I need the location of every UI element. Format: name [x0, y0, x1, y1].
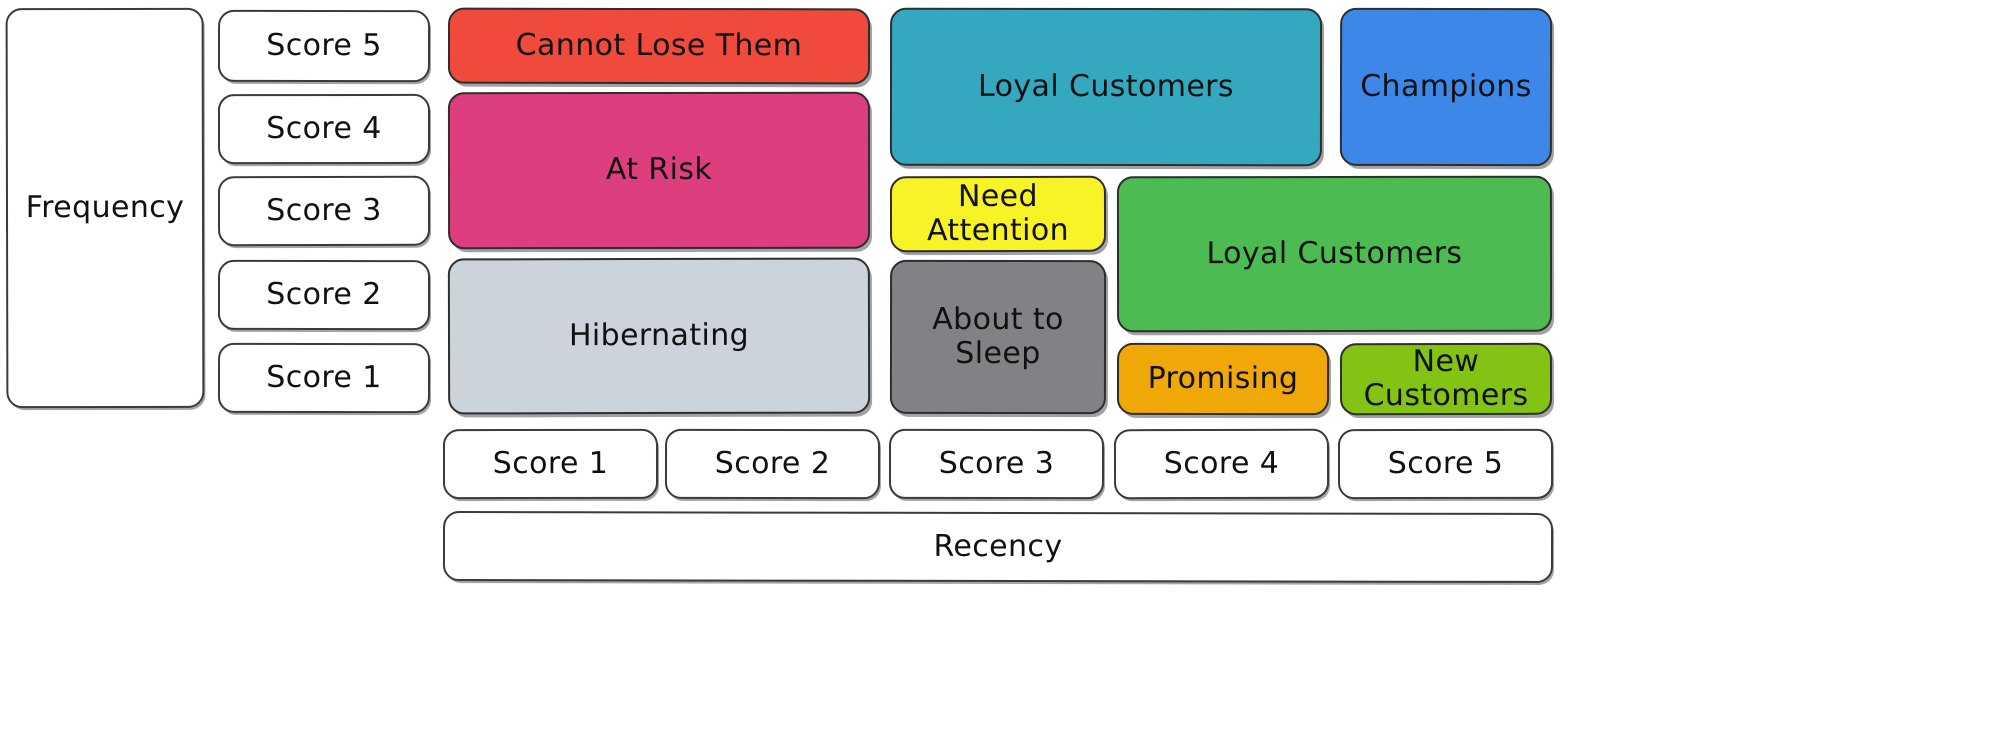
recency-score-5: Score 5	[1337, 428, 1554, 500]
segment-champions[interactable]: Champions	[1339, 7, 1553, 167]
axis-label-recency: Recency	[442, 511, 1554, 583]
segment-new-customers[interactable]: New Customers	[1339, 342, 1553, 416]
segment-loyal-customers-teal[interactable]: Loyal Customers	[889, 7, 1323, 167]
segment-cannot-lose-them[interactable]: Cannot Lose Them	[447, 7, 871, 85]
frequency-score-3: Score 3	[217, 175, 431, 247]
axis-label-frequency: Frequency	[5, 7, 205, 409]
segment-at-risk[interactable]: At Risk	[447, 91, 871, 250]
segment-about-to-sleep[interactable]: About to Sleep	[889, 259, 1107, 415]
recency-score-2: Score 2	[664, 428, 881, 500]
frequency-score-1: Score 1	[217, 342, 431, 414]
segment-need-attention[interactable]: Need Attention	[889, 175, 1107, 253]
segment-hibernating[interactable]: Hibernating	[447, 257, 871, 415]
frequency-score-5: Score 5	[217, 9, 431, 83]
frequency-score-2: Score 2	[217, 259, 431, 331]
recency-score-3: Score 3	[888, 428, 1105, 500]
segment-promising[interactable]: Promising	[1116, 342, 1330, 416]
recency-score-4: Score 4	[1113, 428, 1330, 500]
recency-score-1: Score 1	[442, 428, 659, 500]
segment-loyal-customers-green[interactable]: Loyal Customers	[1116, 175, 1553, 333]
frequency-score-4: Score 4	[217, 93, 431, 165]
